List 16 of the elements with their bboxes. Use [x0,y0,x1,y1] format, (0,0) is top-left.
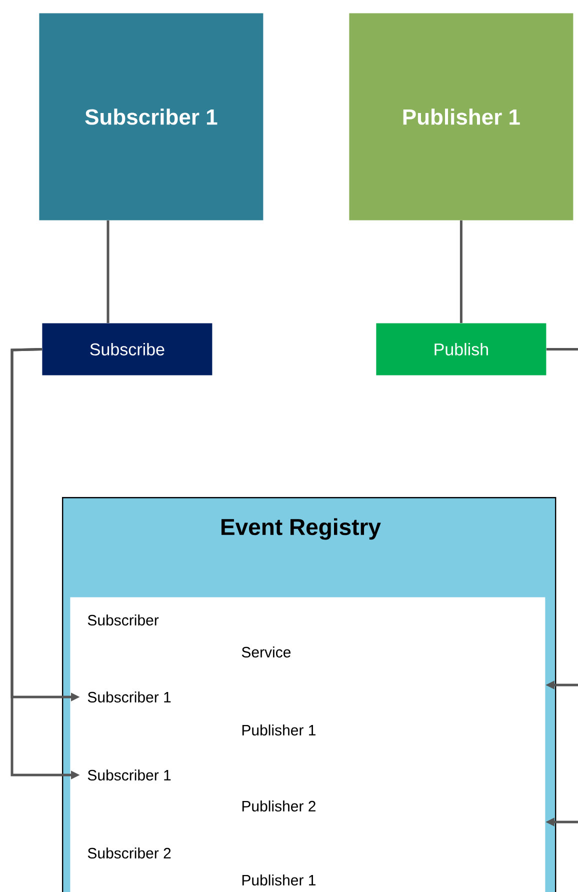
connector [106,220,110,323]
table-text: Publisher 2 [242,800,316,812]
table-text: Subscriber [88,614,159,626]
entity-box: Publisher 1 [349,13,574,220]
table-text: Subscriber 1 [88,692,171,702]
action-box: Subscribe [42,323,212,376]
connector [546,348,578,350]
table-text: Publisher 1 [242,724,316,736]
table-text: Publisher 1 [242,874,316,886]
entity-box: Subscriber 1 [39,13,264,220]
action-box: Publish [376,323,546,376]
table-text: Subscriber 1 [88,770,171,780]
table-text: Subscriber 2 [88,848,171,858]
table-panel [70,597,546,892]
connector [460,220,462,323]
table-text: Service [242,646,291,658]
